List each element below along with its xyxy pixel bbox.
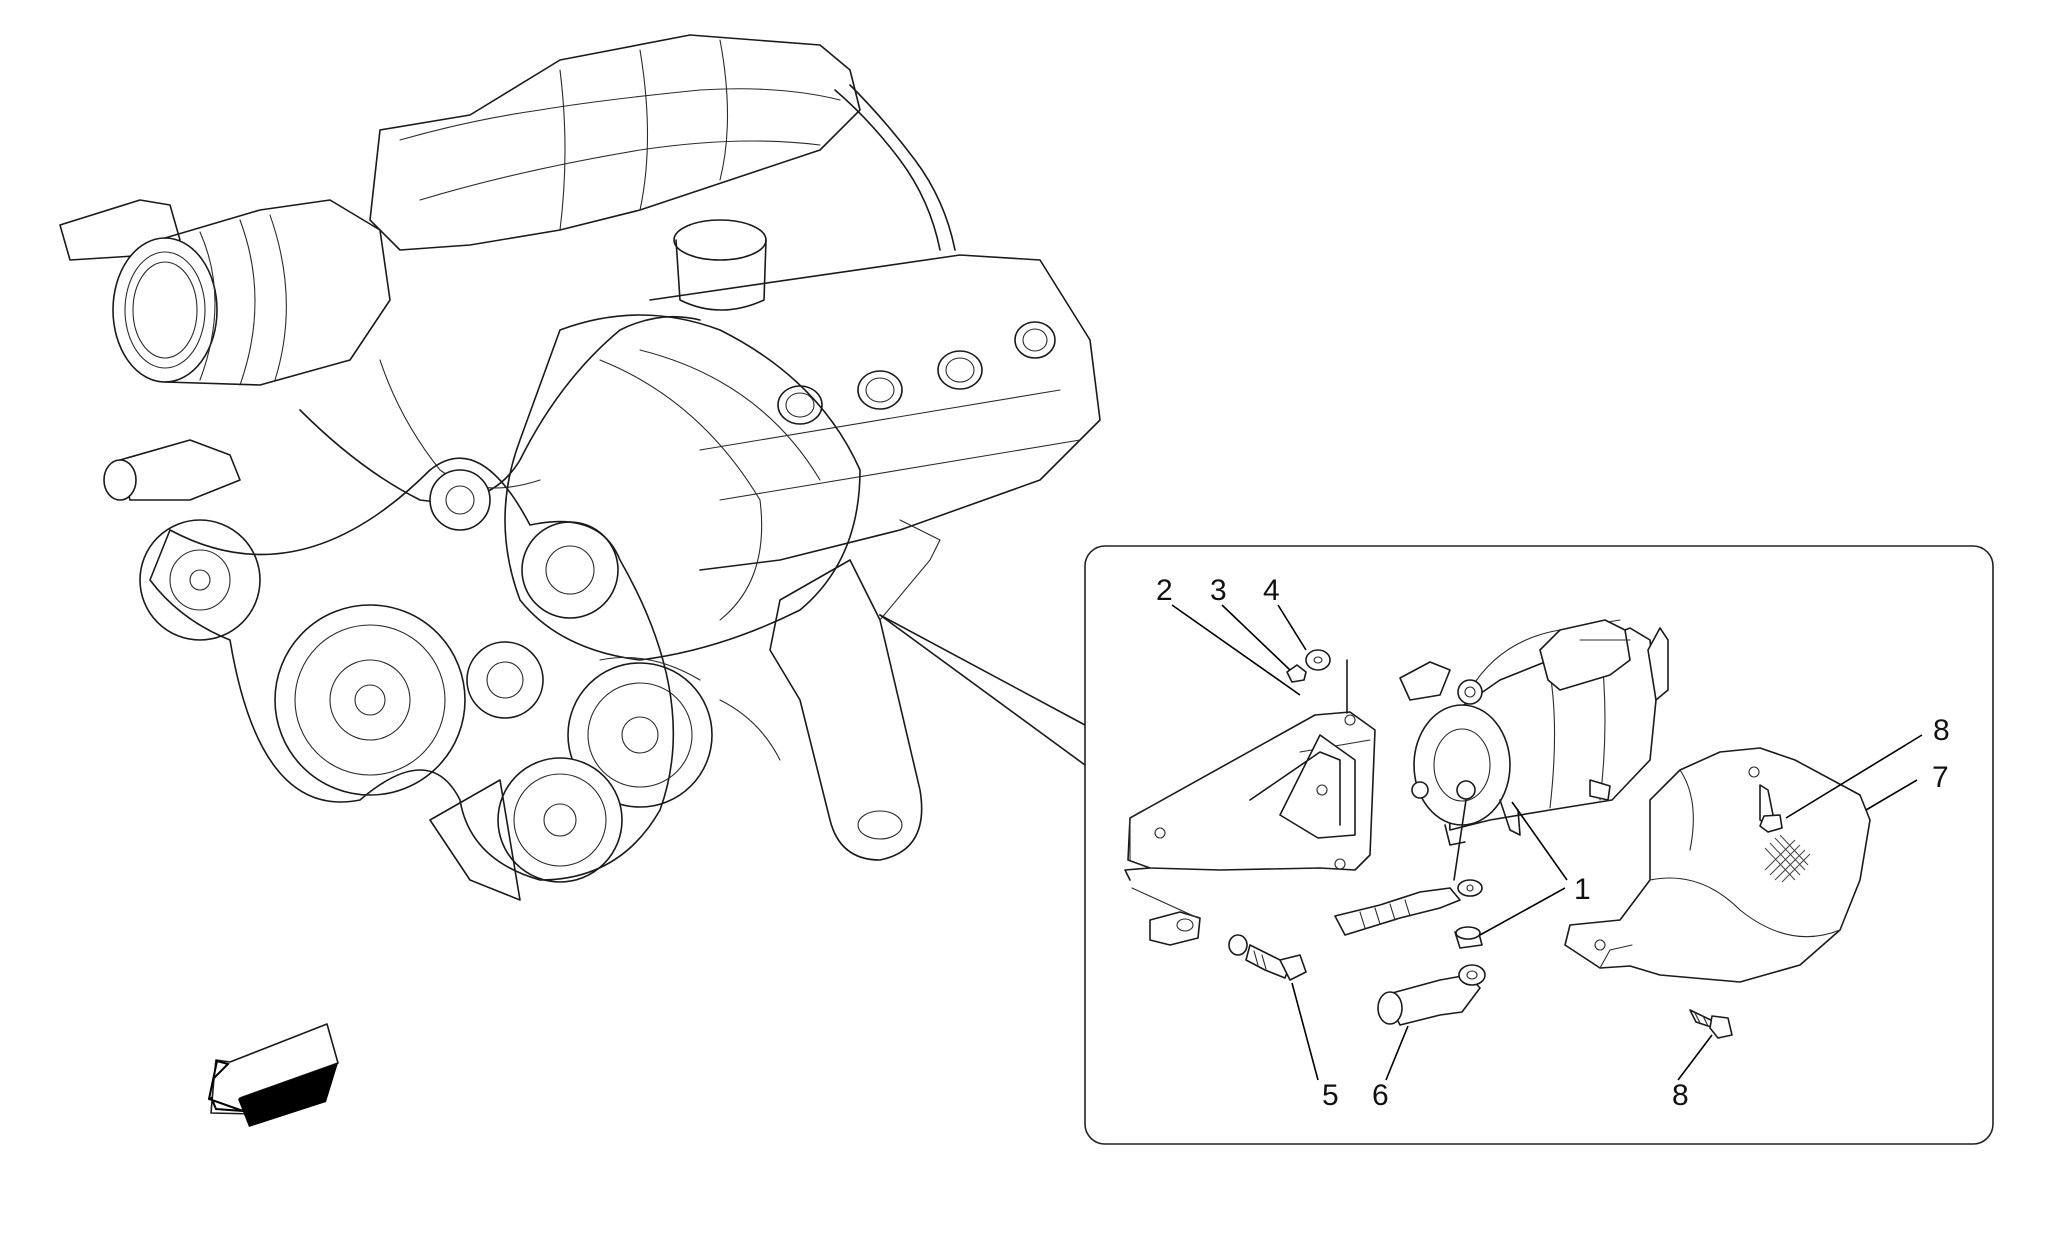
part-7-heat-shield [1564, 747, 1871, 983]
starter-motor [1399, 619, 1669, 846]
part-6-cable-boot [1377, 926, 1486, 1026]
direction-arrow [168, 1023, 339, 1127]
part-3-nut [1286, 664, 1307, 683]
callout-labels: 2 3 4 8 7 1 5 6 8 [1156, 574, 1950, 1112]
callout-5: 5 [1322, 1079, 1339, 1112]
callout-7: 7 [1932, 761, 1949, 794]
callout-8-lower: 8 [1672, 1079, 1689, 1112]
callout-4: 4 [1263, 574, 1280, 607]
callout-6: 6 [1372, 1079, 1389, 1112]
detail-frame [1084, 545, 1994, 1145]
starter-cable [1334, 799, 1483, 936]
heat-shield-mesh [1764, 834, 1811, 883]
detail-connector-lines [879, 614, 1086, 766]
part-8-bolt-lower [1689, 1009, 1733, 1039]
part-4-washer [1305, 649, 1331, 671]
part-2-mounting-bracket [1124, 711, 1376, 881]
callout-8-upper: 8 [1933, 714, 1950, 747]
part-8-bolt-upper [1759, 784, 1783, 833]
callout-2: 2 [1156, 574, 1173, 607]
callout-1: 1 [1574, 873, 1591, 906]
part-5-bolt [1228, 934, 1307, 981]
engine-assembly-drawing [59, 34, 1101, 901]
cable-clip [1131, 887, 1201, 946]
leader-lines [1171, 604, 1923, 1081]
callout-3: 3 [1210, 574, 1227, 607]
